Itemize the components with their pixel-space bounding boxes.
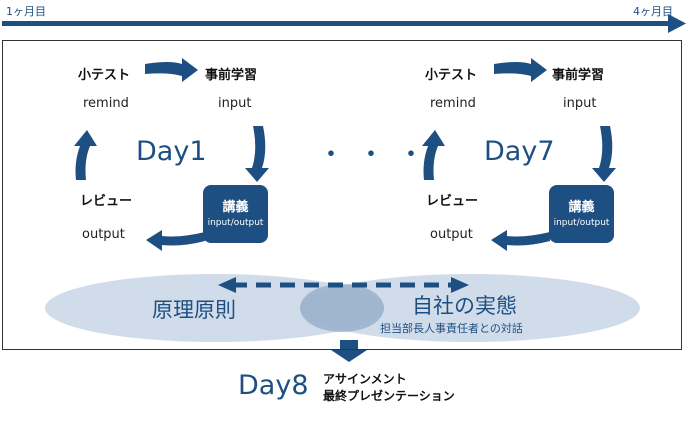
final-presentation-label: 最終プレゼンテーション — [323, 389, 455, 403]
dashed-bidirectional-arrow — [218, 277, 469, 293]
overlap-ellipse — [300, 284, 384, 332]
left-lecture-title: 講義 — [222, 200, 249, 215]
final-day-label: Day8 — [238, 370, 309, 401]
left-review-label: レビュー — [80, 194, 133, 209]
right-lecture-box: 講義 input/output — [549, 185, 614, 243]
principle-label: 原理原則 — [152, 298, 236, 322]
right-lecture-title: 講義 — [568, 200, 595, 215]
right-review-sub: output — [430, 227, 473, 242]
left-lecture-box: 講義 input/output — [203, 185, 268, 243]
right-review-label: レビュー — [426, 194, 479, 209]
timeline-start-label: 1ヶ月目 — [6, 5, 46, 18]
program-frame — [2, 40, 682, 350]
ellipsis-dots: ・・・ — [318, 140, 439, 170]
timeline-arrow — [2, 14, 686, 33]
left-quiz-label: 小テスト — [78, 68, 131, 83]
right-day-label: Day7 — [484, 136, 555, 167]
left-cycle-arrows — [74, 58, 269, 251]
right-prestudy-sub: input — [563, 96, 597, 111]
reality-sub-label: 担当部長人事責任者との対話 — [380, 322, 523, 335]
left-prestudy-label: 事前学習 — [205, 68, 258, 83]
right-quiz-sub: remind — [430, 96, 476, 111]
right-prestudy-label: 事前学習 — [552, 68, 605, 83]
principle-ellipse — [45, 274, 385, 342]
right-cycle-arrows — [422, 58, 616, 251]
left-lecture-sub: input/output — [207, 218, 264, 228]
left-review-sub: output — [82, 227, 125, 242]
final-assignment-label: アサインメント — [323, 372, 407, 386]
left-quiz-sub: remind — [83, 96, 129, 111]
reality-label: 自社の実態 — [412, 294, 517, 318]
left-prestudy-sub: input — [218, 96, 252, 111]
down-arrow — [331, 340, 367, 362]
timeline-end-label: 4ヶ月目 — [633, 5, 673, 18]
right-lecture-sub: input/output — [553, 218, 610, 228]
reality-ellipse — [300, 274, 640, 342]
right-quiz-label: 小テスト — [425, 68, 478, 83]
left-day-label: Day1 — [136, 136, 207, 167]
